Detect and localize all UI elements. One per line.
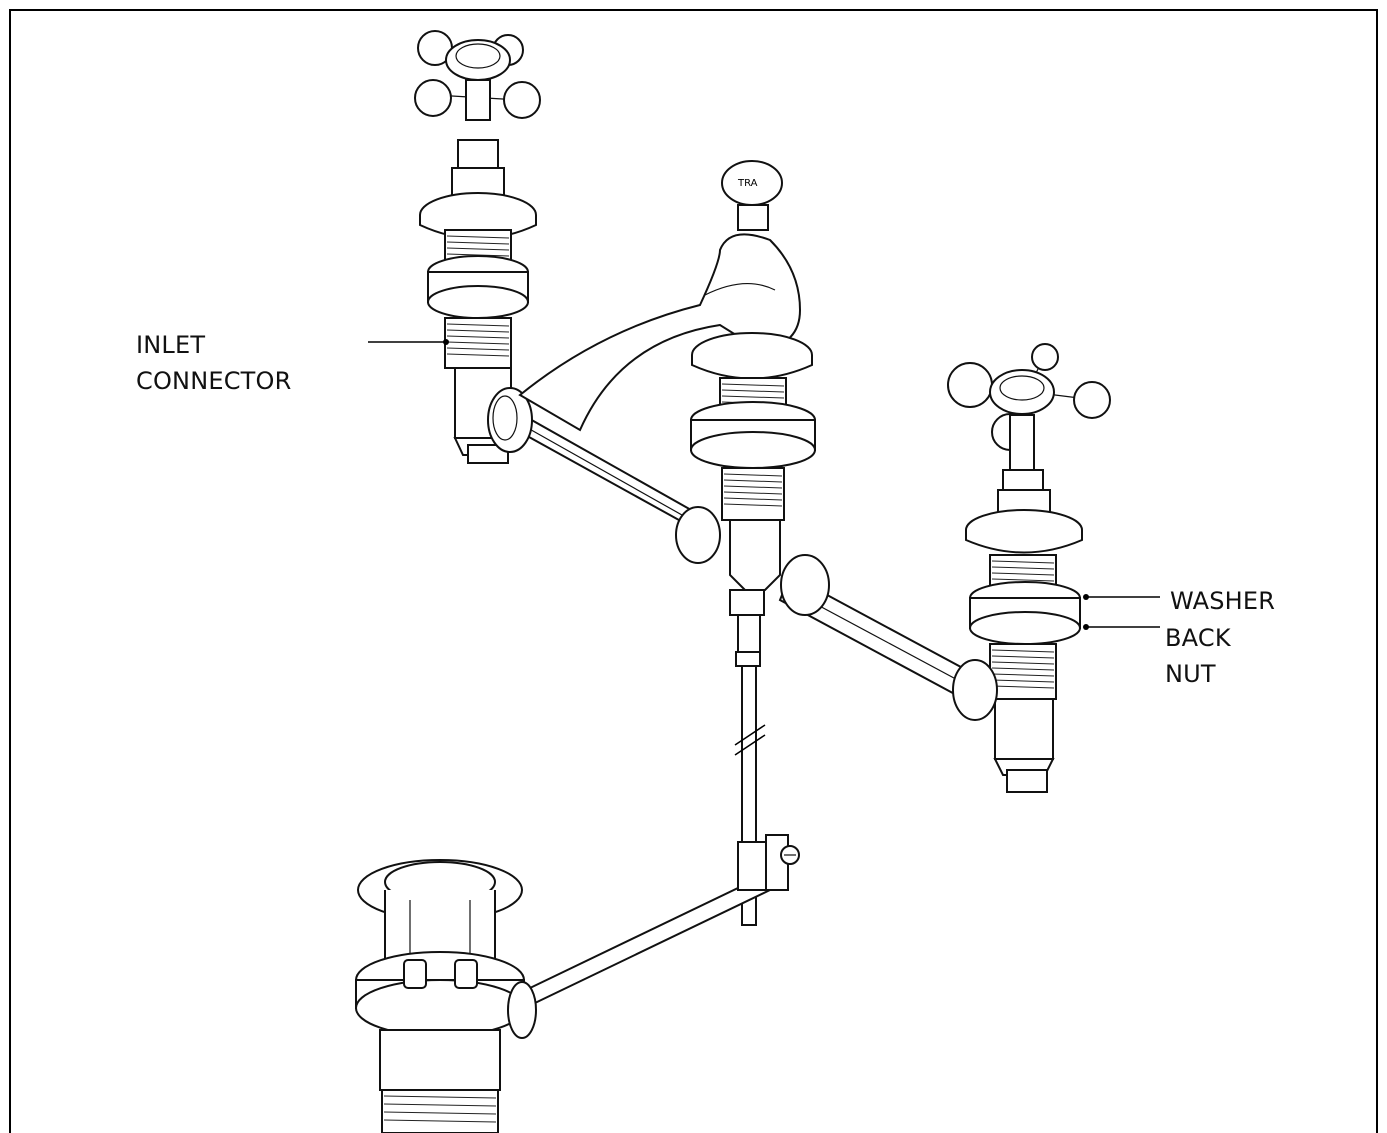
spout-logo: TRA: [737, 178, 758, 189]
right-cross-handle: [947, 343, 1111, 471]
back-nut-label: BACK NUT: [1165, 620, 1231, 692]
inlet-connector-label: INLET CONNECTOR: [136, 327, 292, 399]
washer-label-text: WASHER: [1170, 587, 1276, 615]
pop-up-waste: [355, 859, 537, 1133]
rod-clamp: [737, 834, 800, 891]
left-valve: [414, 30, 541, 464]
centre-thread-lower: [723, 473, 783, 507]
waste-linkage-bar: [503, 873, 772, 1017]
leader-back-nut: [1083, 624, 1160, 630]
inlet-connector-label-line-1: INLET: [136, 331, 206, 359]
diagram-frame: [9, 9, 1378, 1133]
leader-washer: [1083, 594, 1160, 600]
leader-inlet: [368, 339, 449, 345]
right-valve: [947, 343, 1111, 793]
washer-label: WASHER: [1170, 583, 1275, 619]
right-thread-lower: [991, 649, 1055, 689]
left-thread-lower: [446, 323, 510, 357]
left-cross-handle: [414, 30, 541, 121]
waste-thread: [383, 1095, 497, 1123]
inlet-connector-label-line-2: CONNECTOR: [136, 367, 292, 395]
centre-spout: TRA: [518, 160, 830, 667]
back-nut-label-line-1: BACK: [1165, 624, 1231, 652]
back-nut-label-line-2: NUT: [1165, 660, 1216, 688]
